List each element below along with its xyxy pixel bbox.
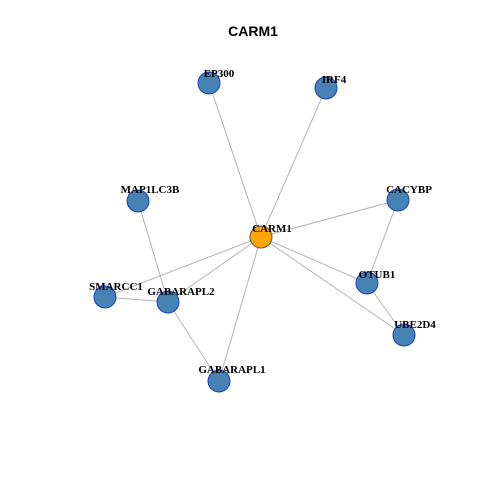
node-label-map1lc3b: MAP1LC3B xyxy=(121,184,180,196)
node-carm1[interactable] xyxy=(249,225,273,249)
node-label-ep300: EP300 xyxy=(204,68,235,80)
node-label-irf4: IRF4 xyxy=(322,74,347,86)
node-layer xyxy=(93,71,416,393)
node-gabarapl1[interactable] xyxy=(207,369,231,393)
edge-carm1-ube2d4 xyxy=(260,236,405,336)
node-otub1[interactable] xyxy=(355,271,379,295)
edge-carm1-otub1 xyxy=(260,236,368,284)
edge-map1lc3b-gabarapl2 xyxy=(137,200,169,303)
edge-carm1-gabarapl1 xyxy=(218,236,262,382)
node-cacybp[interactable] xyxy=(386,188,410,212)
node-label-smarcc1: SMARCC1 xyxy=(89,281,143,293)
node-label-gabarapl2: GABARAPL2 xyxy=(147,286,215,298)
node-label-ube2d4: UBE2D4 xyxy=(394,319,436,331)
node-label-cacybp: CACYBP xyxy=(386,184,432,196)
edge-carm1-cacybp xyxy=(260,199,399,238)
node-gabarapl2[interactable] xyxy=(156,290,180,314)
edge-cacybp-otub1 xyxy=(366,199,399,284)
edge-carm1-gabarapl2 xyxy=(167,236,262,303)
edge-carm1-ep300 xyxy=(208,82,262,238)
node-label-carm1: CARM1 xyxy=(252,223,292,235)
node-ube2d4[interactable] xyxy=(392,323,416,347)
edge-gabarapl2-gabarapl1 xyxy=(167,301,220,382)
node-label-otub1: OTUB1 xyxy=(359,269,396,281)
node-ep300[interactable] xyxy=(197,71,221,95)
node-map1lc3b[interactable] xyxy=(126,189,150,213)
node-irf4[interactable] xyxy=(314,76,338,100)
node-label-gabarapl1: GABARAPL1 xyxy=(198,364,265,376)
graph-title: CARM1 xyxy=(228,23,278,39)
node-smarcc1[interactable] xyxy=(93,285,117,309)
edge-carm1-smarcc1 xyxy=(104,236,262,298)
edge-carm1-irf4 xyxy=(260,87,327,238)
